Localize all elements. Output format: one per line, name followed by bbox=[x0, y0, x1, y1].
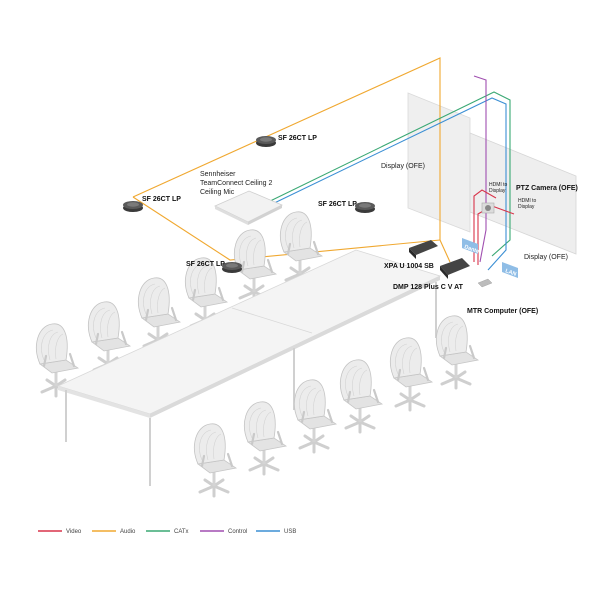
audio-cable-loop bbox=[132, 57, 441, 240]
ceiling-mic-label-line3: Ceiling Mic bbox=[200, 189, 235, 196]
mtr-computer-device bbox=[477, 278, 493, 288]
boundary-mic-left bbox=[123, 201, 143, 212]
video-cable-1 bbox=[473, 189, 497, 262]
mic-right-label: SF 26CT LP bbox=[318, 201, 357, 208]
legend-label-control: Control bbox=[228, 529, 247, 535]
display-left-label: Display (OFE) bbox=[381, 163, 425, 170]
mic-top-label: SF 26CT LP bbox=[278, 135, 317, 142]
control-cable bbox=[473, 75, 487, 263]
usb-cable bbox=[263, 97, 507, 271]
dante-tag: Dante bbox=[462, 238, 480, 255]
hdmi-label-1-line2: Display bbox=[489, 188, 506, 194]
ptz-camera-icon bbox=[481, 202, 495, 214]
legend-item-video: Video bbox=[38, 529, 82, 535]
mic-left-label: SF 26CT LP bbox=[142, 196, 181, 203]
cable-legend: Video Audio CATx Control USB bbox=[38, 529, 296, 535]
boundary-mic-table bbox=[222, 262, 242, 273]
ceiling-mic-panel bbox=[214, 190, 283, 225]
lan-tag-label: LAN bbox=[504, 268, 517, 278]
hdmi-label-1-line1: HDMI to bbox=[489, 182, 508, 188]
legend-label-video: Video bbox=[66, 529, 82, 535]
amplifier-device bbox=[409, 240, 438, 259]
ptz-camera-label: PTZ Camera (OFE) bbox=[516, 185, 578, 192]
lan-tag: LAN bbox=[502, 262, 518, 278]
boundary-mic-right bbox=[355, 202, 375, 213]
legend-item-catx: CATx bbox=[146, 529, 189, 535]
mic-table-label: SF 26CT LP bbox=[186, 261, 225, 268]
dsp-label: DMP 128 Plus C V AT bbox=[393, 284, 464, 291]
display-left-panel bbox=[407, 92, 471, 233]
legend-item-control: Control bbox=[200, 529, 247, 535]
hdmi-label-2-line2: Display bbox=[518, 204, 535, 210]
display-right-panel bbox=[469, 132, 577, 255]
dante-tag-label: Dante bbox=[463, 244, 479, 255]
conference-table bbox=[56, 249, 442, 486]
dsp-device bbox=[440, 258, 470, 279]
display-right-label: Display (OFE) bbox=[524, 254, 568, 261]
legend-label-catx: CATx bbox=[174, 529, 189, 535]
legend-item-usb: USB bbox=[256, 529, 296, 535]
mtr-label: MTR Computer (OFE) bbox=[467, 308, 538, 315]
ceiling-mic-label-line2: TeamConnect Ceiling 2 bbox=[200, 180, 272, 187]
amp-label: XPA U 1004 SB bbox=[384, 263, 434, 270]
ceiling-mic-label-line1: Sennheiser bbox=[200, 171, 236, 178]
boundary-mic-top bbox=[256, 136, 276, 147]
legend-label-usb: USB bbox=[284, 529, 296, 535]
cable-runs bbox=[132, 57, 515, 271]
hdmi-label-2-line1: HDMI to bbox=[518, 198, 537, 204]
catx-cable bbox=[261, 91, 511, 257]
audio-cable-dsp bbox=[439, 239, 451, 263]
legend-item-audio: Audio bbox=[92, 529, 136, 535]
legend-label-audio: Audio bbox=[120, 529, 136, 535]
audio-cable-return bbox=[132, 196, 441, 261]
